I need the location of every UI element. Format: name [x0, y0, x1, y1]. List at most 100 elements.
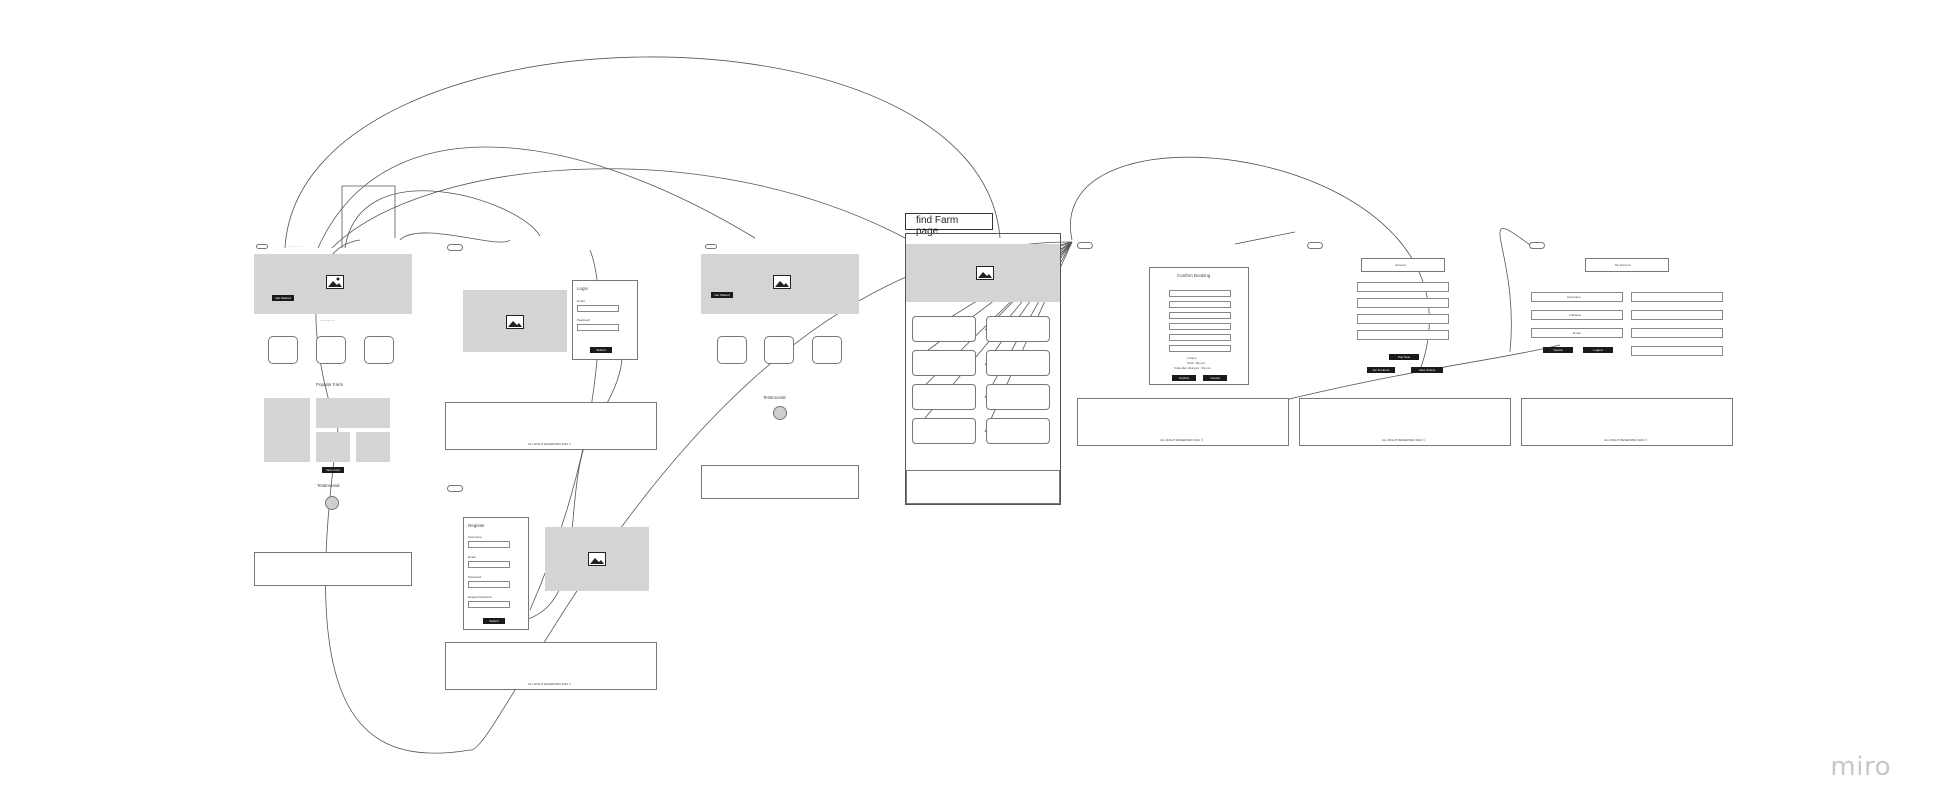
account-right-2[interactable] — [1631, 310, 1723, 320]
login-email-field[interactable] — [577, 305, 619, 312]
register-email-field[interactable] — [468, 561, 510, 568]
login-logo[interactable] — [447, 244, 463, 251]
checkout-footer — [1299, 398, 1511, 446]
about-card-1 — [717, 336, 747, 364]
hero-image-icon — [326, 275, 344, 289]
farm-card-3[interactable] — [912, 350, 976, 376]
confirm-logo[interactable] — [1077, 242, 1093, 249]
login-submit[interactable]: Submit — [590, 347, 612, 353]
checkout-logo[interactable] — [1307, 242, 1323, 249]
register-logo[interactable] — [447, 485, 463, 492]
confirm-field-4[interactable] — [1169, 323, 1231, 330]
account-logout-button[interactable]: Logout — [1583, 347, 1613, 353]
about-testimonial-avatar — [773, 406, 787, 420]
confirm-field-5[interactable] — [1169, 334, 1231, 341]
register-submit[interactable]: Submit — [483, 618, 505, 624]
checkout-row-2[interactable] — [1357, 298, 1449, 308]
confirm-field-2[interactable] — [1169, 301, 1231, 308]
checkout-go-home[interactable]: Go To Home — [1367, 367, 1395, 373]
feature-card-2 — [316, 336, 346, 364]
confirm-days: 1 Days — [1187, 356, 1197, 360]
about-card-3 — [812, 336, 842, 364]
account-field-email[interactable] — [1531, 328, 1623, 338]
popular-bottom-1 — [316, 432, 350, 462]
account-right-3[interactable] — [1631, 328, 1723, 338]
account-username-label: Username — [1567, 295, 1581, 299]
find-farm-footer — [906, 470, 1060, 504]
login-page-wireframe: Login Email Password Submit ALL RIGHT RE… — [445, 240, 657, 450]
account-email-label: Email — [1573, 331, 1581, 335]
about-card-2 — [764, 336, 794, 364]
account-fullname-label: Fullname — [1569, 313, 1582, 317]
farm-card-5[interactable] — [912, 384, 976, 410]
about-footer — [701, 465, 859, 499]
login-password-field[interactable] — [577, 324, 619, 331]
home-footer — [254, 552, 412, 586]
register-password-label: Password — [468, 575, 482, 579]
register-repeat-label: Repeat Password — [468, 595, 492, 599]
get-started-button[interactable]: Get Started — [272, 295, 294, 301]
miro-watermark: miro — [1830, 752, 1891, 782]
login-footer — [445, 402, 657, 450]
find-farm-hero-icon — [976, 266, 994, 280]
register-username-field[interactable] — [468, 541, 510, 548]
checkout-row-4[interactable] — [1357, 330, 1449, 340]
testimonial-heading: Testimonial — [317, 483, 340, 488]
find-farm-page-title: find Farm page — [905, 213, 993, 237]
account-right-1[interactable] — [1631, 292, 1723, 302]
confirm-field-6[interactable] — [1169, 345, 1231, 352]
home-tagline: — — — — — [320, 318, 335, 322]
about-logo[interactable] — [705, 244, 717, 249]
login-email-label: Email — [577, 299, 585, 303]
account-right-4[interactable] — [1631, 346, 1723, 356]
checkout-view-orders[interactable]: View Orders — [1411, 367, 1443, 373]
home-logo[interactable] — [256, 244, 268, 249]
home-view-more[interactable]: View more — [322, 467, 344, 473]
register-password-field[interactable] — [468, 581, 510, 588]
account-field-fullname[interactable] — [1531, 310, 1623, 320]
login-title: Login — [577, 286, 589, 291]
confirm-cancel-button[interactable]: Cancel — [1203, 375, 1227, 381]
confirm-footer-copyright: ALL RIGHT RESERVED 2021 © — [1160, 438, 1204, 442]
confirm-field-1[interactable] — [1169, 290, 1231, 297]
about-testimonial-heading: Testimonial — [763, 395, 786, 400]
account-header — [1585, 258, 1669, 272]
account-field-username[interactable] — [1531, 292, 1623, 302]
account-footer — [1521, 398, 1733, 446]
about-get-started[interactable]: Get Started — [711, 292, 733, 298]
register-footer-copyright: ALL RIGHT RESERVED 2021 © — [528, 682, 572, 686]
farm-card-2[interactable] — [986, 316, 1050, 342]
popular-top-right — [316, 398, 390, 428]
register-form — [463, 517, 529, 630]
checkout-footer-copyright: ALL RIGHT RESERVED 2021 © — [1382, 438, 1426, 442]
farm-card-7[interactable] — [912, 418, 976, 444]
register-repeat-field[interactable] — [468, 601, 510, 608]
account-logo[interactable] — [1529, 242, 1545, 249]
checkout-title: Account — [1395, 263, 1406, 267]
my-account-wireframe: My Account Username Fullname Email Cance… — [1521, 240, 1733, 450]
popular-large — [264, 398, 310, 462]
confirm-button[interactable]: Confirm — [1172, 375, 1196, 381]
farm-card-4[interactable] — [986, 350, 1050, 376]
checkout-wireframe: Account Pay Now Go To Home View Orders A… — [1299, 240, 1511, 450]
register-username-label: Username — [468, 535, 482, 539]
register-email-label: Email — [468, 555, 476, 559]
farm-card-8[interactable] — [986, 418, 1050, 444]
home-nav[interactable]: — — — — — [288, 244, 303, 248]
checkout-pay-now[interactable]: Pay Now — [1389, 354, 1419, 360]
confirm-field-3[interactable] — [1169, 312, 1231, 319]
login-footer-copyright: ALL RIGHT RESERVED 2021 © — [528, 442, 572, 446]
farm-card-6[interactable] — [986, 384, 1050, 410]
register-title: Register — [468, 523, 485, 528]
farm-card-1[interactable] — [912, 316, 976, 342]
login-password-label: Password — [577, 318, 591, 322]
find-farm-wireframe — [905, 233, 1061, 505]
account-title: My Account — [1615, 263, 1631, 267]
feature-card-1 — [268, 336, 298, 364]
confirm-title: Confirm Booking — [1177, 273, 1211, 278]
checkout-row-3[interactable] — [1357, 314, 1449, 324]
checkout-row-1[interactable] — [1357, 282, 1449, 292]
account-cancel-button[interactable]: Cancel — [1543, 347, 1573, 353]
account-footer-copyright: ALL RIGHT RESERVED 2021 © — [1604, 438, 1648, 442]
